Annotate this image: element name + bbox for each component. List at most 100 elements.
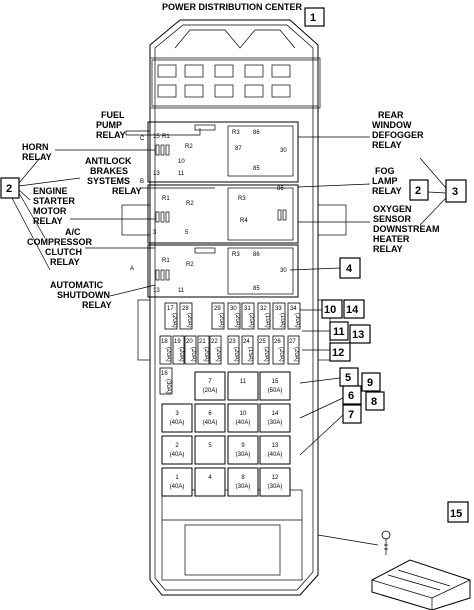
maxi-fuse-9: [227, 435, 259, 465]
fuel-pump-line-1: FUEL: [101, 110, 125, 120]
mini-fuse-number-19: 19: [174, 339, 181, 345]
mini-fuse-number-23: 23: [229, 339, 236, 345]
callout-15-box: [447, 501, 469, 523]
maxi-fuse-5: [194, 435, 226, 465]
maxi-fuse-rating-9: (30A): [236, 452, 251, 458]
maxi-fuse-number-3: 3: [175, 411, 179, 417]
maxi-fuse-rating-3: (40A): [170, 420, 185, 426]
maxi-fuse-rating-15: (50A): [268, 388, 283, 394]
maxi-fuse-number-10: 10: [240, 411, 247, 417]
maxi-fuse-number-15: 15: [272, 379, 279, 385]
mini-fuse-rating-26: (20A): [278, 347, 284, 362]
engine-starter-line-4: RELAY: [33, 216, 63, 226]
maxi-fuse-number-8: 8: [241, 475, 245, 481]
pdc-module-illustration: [317, 530, 471, 610]
pin-13: 13: [153, 171, 160, 177]
mini-fuse-block: 17(20A)28(20A)29(20A)30(20A)31(20A)32(10…: [159, 302, 301, 395]
pin-86b: 86: [277, 186, 284, 192]
mini-fuse-32: [257, 302, 271, 330]
mini-fuse-25: [257, 335, 270, 365]
maxi-fuse-1: [161, 467, 193, 497]
mini-fuse-rating-32: (10A): [264, 313, 270, 328]
callout-1: 1: [310, 12, 316, 24]
mini-fuse-number-22: 22: [211, 339, 218, 345]
callout-9: 9: [367, 377, 373, 389]
maxi-fuse-rating-7: (20A): [203, 388, 218, 394]
mini-fuse-22: [209, 335, 222, 365]
mini-fuse-number-30: 30: [230, 306, 237, 312]
relay-r2b-label: R2: [186, 201, 194, 207]
mini-fuse-16: [159, 367, 173, 395]
maxi-fuse-number-1: 1: [175, 475, 179, 481]
antilock-line-4: RELAY: [112, 186, 142, 196]
callout-15: 15: [450, 508, 462, 520]
relay-r2-label: R2: [185, 144, 193, 150]
callout-2-right-box: [409, 179, 429, 201]
callout-14: 14: [346, 304, 359, 316]
mini-fuse-rating-33: (10A): [279, 313, 285, 328]
mini-fuse-rating-23: (20A): [233, 347, 239, 362]
maxi-fuse-rating-2: (40A): [170, 452, 185, 458]
pin-86a: 86: [253, 252, 260, 258]
mini-fuse-rating-17: (20A): [171, 313, 177, 328]
ac-clutch-line-3: CLUTCH: [45, 247, 82, 257]
mini-fuse-rating-22: (20A): [215, 347, 221, 362]
mini-fuse-rating-21: (20A): [203, 347, 209, 362]
antilock-line-3: SYSTEMS: [87, 176, 130, 186]
mini-fuse-rating-31: (20A): [248, 313, 254, 328]
relay-r1-label: R1: [162, 134, 170, 140]
fog-lamp-line-3: RELAY: [372, 186, 402, 196]
engine-starter-line-1: ENGINE: [33, 186, 68, 196]
callout-3: 3: [452, 186, 458, 198]
mini-fuse-31: [241, 302, 255, 330]
top-relay-block: [151, 59, 319, 107]
mini-fuse-rating-30: (20A): [234, 313, 240, 328]
maxi-fuse-6: [194, 403, 226, 433]
row-letter-b: B: [140, 179, 144, 185]
callout-2-left: 2: [6, 183, 12, 195]
mini-fuse-28: [179, 302, 193, 330]
relay-r2a-label: R2: [186, 262, 194, 268]
auto-shutdown-line-2: SHUTDOWN: [57, 290, 110, 300]
callout-2-right: 2: [415, 185, 421, 197]
oxygen-line-1: OXYGEN: [373, 204, 412, 214]
relay-r3-label: R3: [232, 130, 240, 136]
mini-fuse-rating-34: (30A): [294, 313, 300, 328]
pin-10: 10: [178, 159, 185, 165]
callout-10: 10: [324, 304, 336, 316]
mini-fuse-number-24: 24: [243, 339, 250, 345]
rear-window-line-2: WINDOW: [372, 120, 412, 130]
fog-lamp-line-1: FOG: [375, 166, 395, 176]
mini-fuse-number-17: 17: [167, 306, 174, 312]
callout-6-box: [342, 385, 362, 405]
maxi-fuse-7: [194, 371, 226, 401]
oxygen-line-4: HEATER: [373, 234, 410, 244]
maxi-fuse-rating-1: (40A): [170, 484, 185, 490]
pin-85a: 85: [253, 286, 260, 292]
maxi-fuse-13: [259, 435, 291, 465]
maxi-fuse-4: [194, 467, 226, 497]
mini-fuse-number-20: 20: [186, 339, 193, 345]
mini-fuse-27: [287, 335, 300, 365]
mini-fuse-29: [211, 302, 225, 330]
mini-fuse-number-21: 21: [199, 339, 206, 345]
callout-13: 13: [352, 329, 364, 341]
mini-fuse-30: [227, 302, 241, 330]
relay-r1b-label: R1: [162, 196, 170, 202]
mini-fuse-24: [241, 335, 254, 365]
mini-fuse-number-25: 25: [259, 339, 266, 345]
mini-fuse-rating-24: (15A): [247, 347, 253, 362]
callout-9-box: [361, 372, 381, 392]
fuel-pump-line-3: RELAY: [96, 130, 126, 140]
relay-r3b-label: R3: [238, 196, 246, 202]
maxi-fuse-2: [161, 435, 193, 465]
maxi-fuse-12: [259, 467, 291, 497]
antilock-line-2: BRAKES: [90, 166, 128, 176]
pin-86: 86: [253, 130, 260, 136]
mini-fuse-rating-18: (20A): [165, 347, 171, 362]
oxygen-line-2: SENSOR: [373, 214, 412, 224]
callout-7: 7: [348, 409, 354, 421]
mini-fuse-number-27: 27: [289, 339, 296, 345]
